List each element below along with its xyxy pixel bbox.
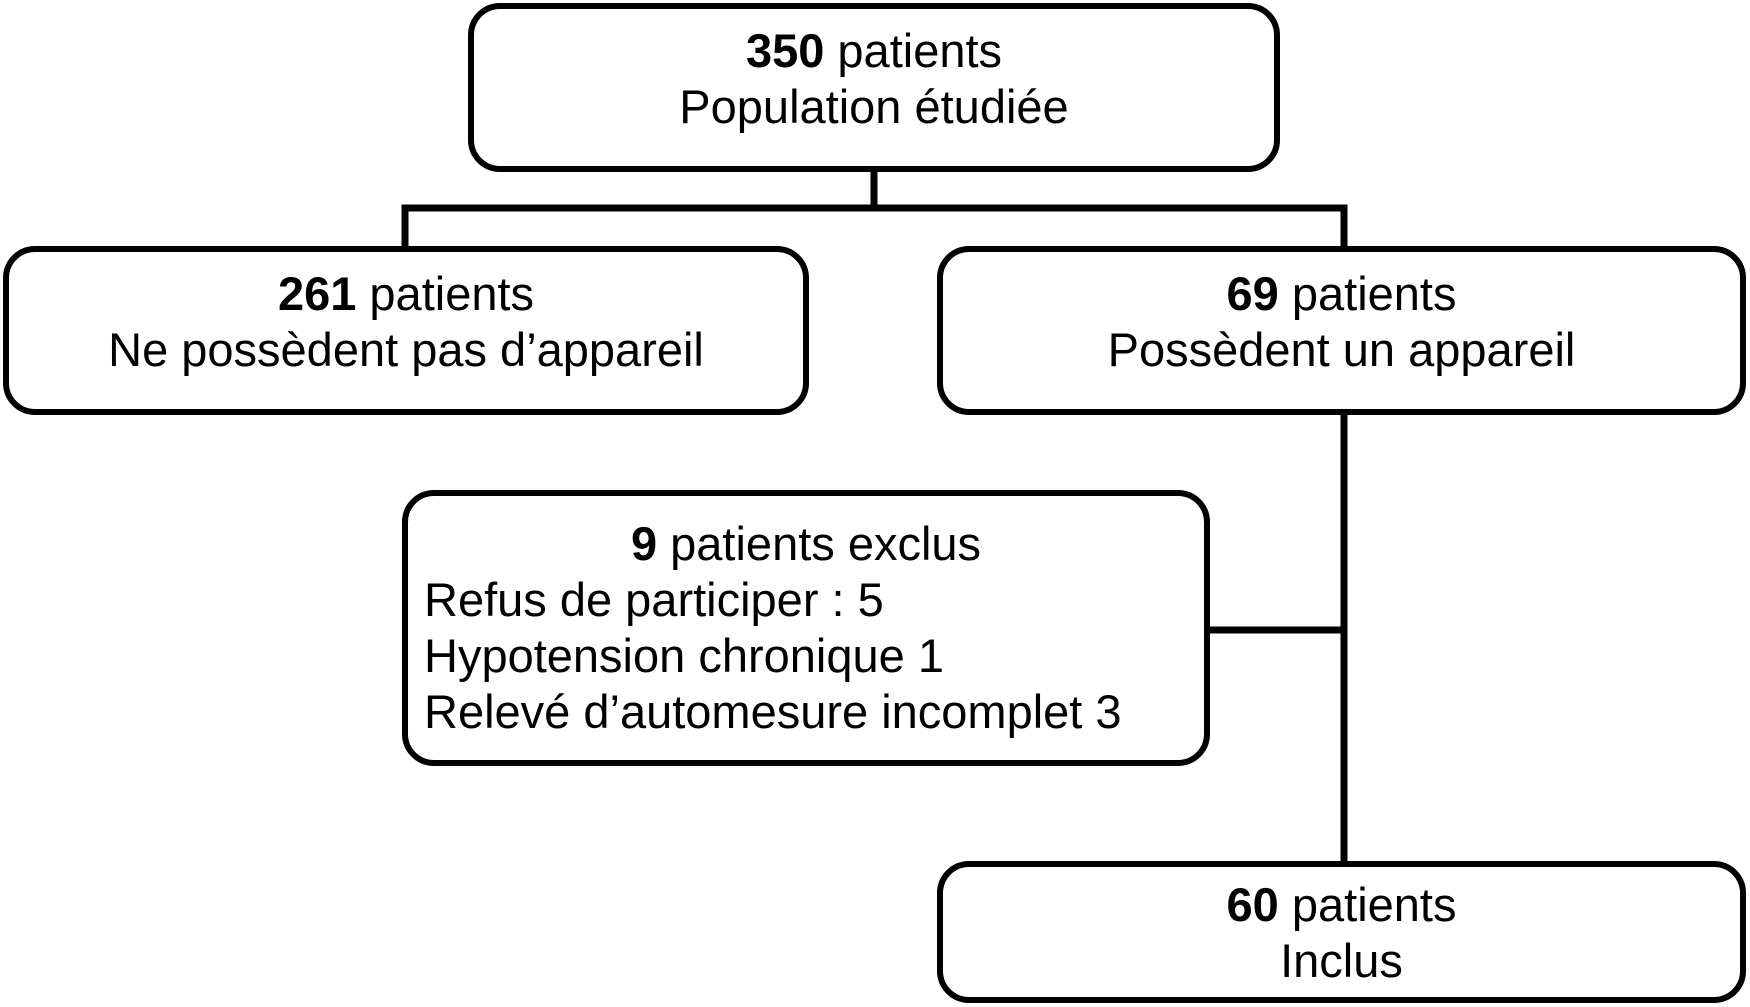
no-device-count-suffix: patients (356, 267, 535, 320)
no-device-count: 261 (277, 267, 357, 320)
no-device-label: Ne possèdent pas d’appareil (108, 323, 704, 376)
population-label: Population étudiée (679, 80, 1069, 133)
excluded-reason: Hypotension chronique 1 (424, 629, 944, 682)
excluded-count-line: 9 patients exclus (408, 516, 1204, 572)
excluded-count: 9 (630, 517, 658, 570)
device-count: 69 (1226, 267, 1279, 320)
excluded-reason: Relevé d’automesure incomplet 3 (424, 685, 1122, 738)
included-box: 60 patients Inclus (937, 861, 1746, 1003)
included-label: Inclus (1280, 934, 1403, 987)
device-count-line: 69 patients (943, 266, 1740, 322)
device-count-suffix: patients (1278, 267, 1457, 320)
included-count-suffix: patients (1278, 878, 1457, 931)
excluded-reason: Refus de participer : 5 (424, 573, 884, 626)
excluded-box: 9 patients exclus Refus de participer : … (402, 490, 1210, 766)
no-device-count-line: 261 patients (9, 266, 803, 322)
population-box: 350 patients Population étudiée (468, 3, 1280, 172)
population-count-suffix: patients (824, 24, 1003, 77)
excluded-count-suffix: patients exclus (657, 517, 982, 570)
device-box: 69 patients Possèdent un appareil (937, 246, 1746, 415)
device-label: Possèdent un appareil (1107, 323, 1576, 376)
population-count: 350 (745, 24, 825, 77)
included-count: 60 (1226, 878, 1279, 931)
included-count-line: 60 patients (943, 877, 1740, 933)
population-count-line: 350 patients (474, 23, 1274, 79)
no-device-box: 261 patients Ne possèdent pas d’appareil (3, 246, 809, 415)
